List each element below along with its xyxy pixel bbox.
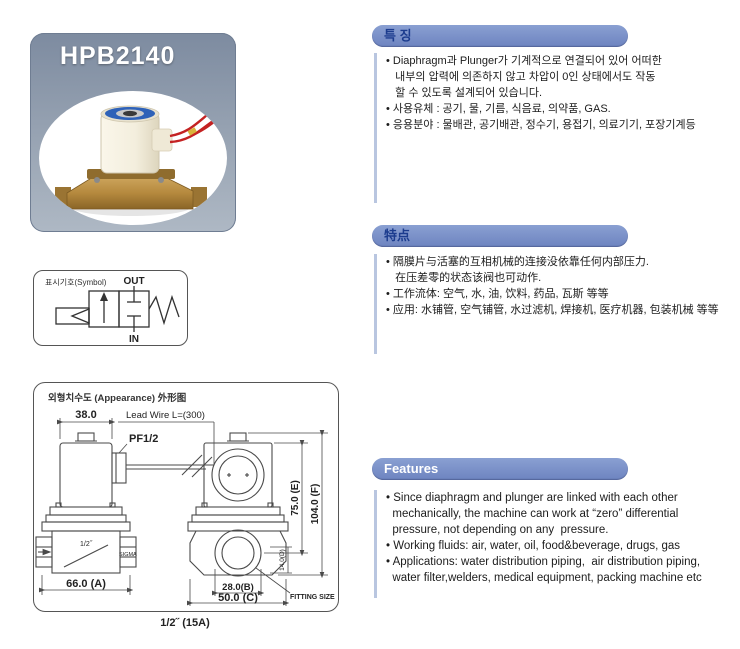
section-header-korean-features: 특 징 xyxy=(372,25,628,47)
appearance-drawing-box: 외형치수도 (Appearance) 外形图 xyxy=(33,382,339,612)
section-body-chinese-features: • 隔膜片与活塞的互相机械的连接没依靠任何内部压力. 在压差零的状态该阀也可动作… xyxy=(374,254,740,354)
dim-coil-width-label: 38.0 xyxy=(75,409,96,421)
appearance-title: 외형치수도 (Appearance) 外形图 xyxy=(48,393,187,404)
front-view xyxy=(187,432,289,577)
symbol-box: 표시기호(Symbol) OUT IN xyxy=(33,270,188,346)
symbol-box-label: 표시기호(Symbol) xyxy=(45,278,107,287)
fitting-size-label: FITTING SIZE xyxy=(290,594,335,601)
product-model-title: HPB2140 xyxy=(60,42,176,70)
product-card: HPB2140 xyxy=(30,33,236,232)
left-side-view xyxy=(35,432,214,574)
drawing-caption: 1/2˝ (15A) xyxy=(160,617,210,629)
product-photo-ellipse xyxy=(39,91,227,225)
lead-wire-label: Lead Wire L=(300) xyxy=(126,410,205,421)
section-body-english-features: • Since diaphragm and plunger are linked… xyxy=(374,490,740,598)
dim-f-label: 104.0 (F) xyxy=(310,484,321,525)
flow-arrow-head xyxy=(100,292,108,301)
dim-b-label: 28.0(B) xyxy=(222,582,254,593)
dim-e-label: 75.0 (E) xyxy=(290,480,301,516)
brass-valve-body xyxy=(55,169,207,210)
brand-label: SIGMA xyxy=(119,552,137,558)
valve-schematic-symbol: OUT IN xyxy=(55,276,180,345)
front-view-dimension-lines xyxy=(186,429,328,606)
coil-assembly xyxy=(100,105,173,174)
port-size-label: 1/2˝ xyxy=(80,540,93,548)
dim-a-label: 66.0 (A) xyxy=(66,578,106,590)
section-header-chinese-features: 特点 xyxy=(372,225,628,247)
conduit-elbow xyxy=(151,128,173,152)
thread-pf12-label: PF1/2 xyxy=(129,433,158,445)
section-header-english-features: Features xyxy=(372,458,628,480)
left-view-dimension-lines xyxy=(38,418,215,595)
section-body-korean-features: • Diaphragm과 Plunger가 기계적으로 연결되어 있어 어떠한 … xyxy=(374,53,740,203)
dimension-drawing: 38.0 Lead Wire L=(300) PF1/2 1/2˝ SIGMA … xyxy=(35,409,335,606)
dim-d-label: 14.0(D) xyxy=(279,549,286,571)
wire-tie xyxy=(187,127,197,136)
dim-c-label: 50.0 (C) xyxy=(218,592,258,604)
red-lead-wires xyxy=(169,108,222,144)
symbol-out-label: OUT xyxy=(123,276,144,287)
symbol-in-label: IN xyxy=(129,334,139,345)
solenoid-valve-photo-illustration xyxy=(55,105,222,216)
